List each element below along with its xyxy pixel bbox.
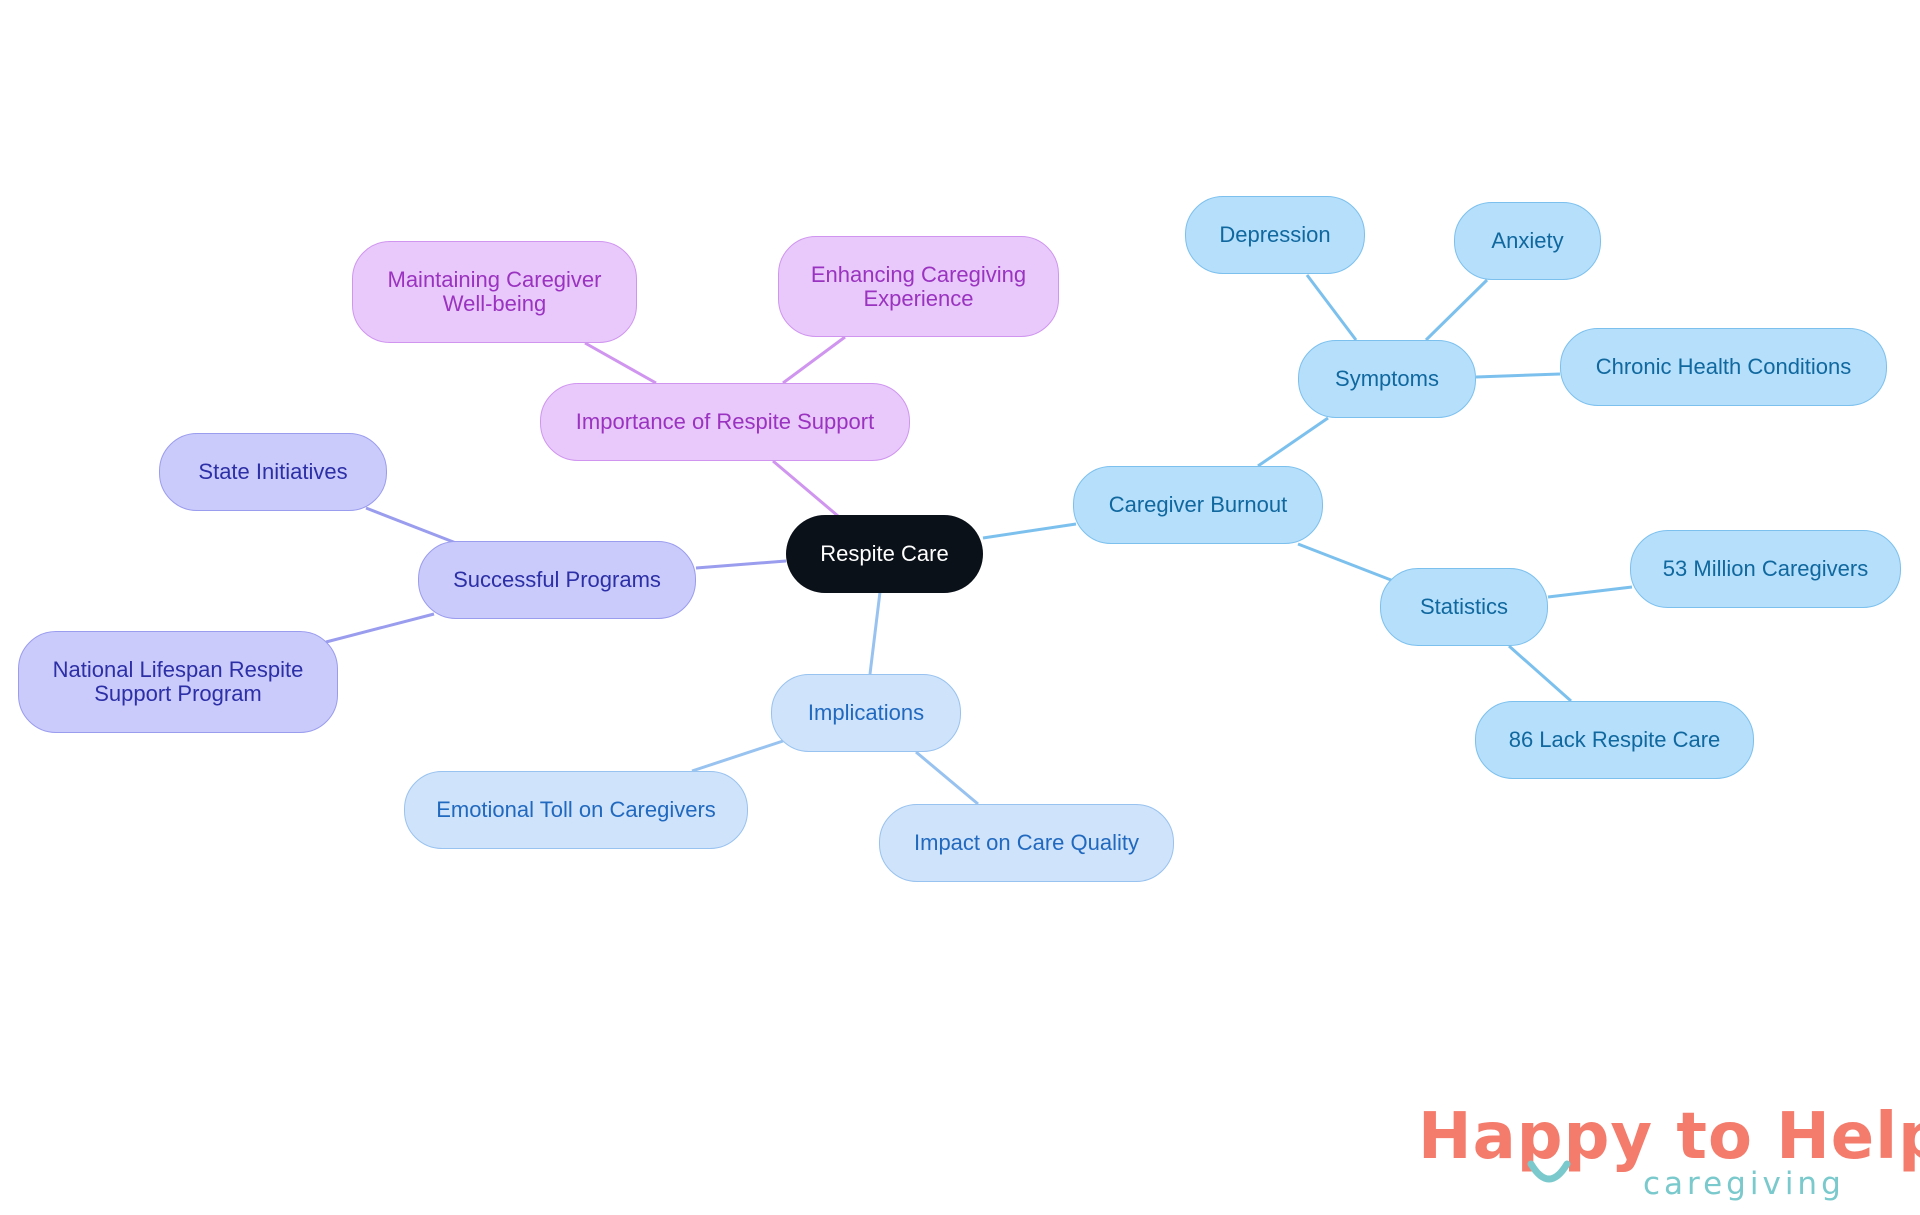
edge-chronic-symptoms [1475, 372, 1561, 379]
edge-impact-implications [915, 750, 979, 806]
node-symptoms[interactable]: Symptoms [1298, 340, 1476, 418]
edge-anxiety-symptoms [1424, 278, 1489, 342]
node-national-lifespan-respite-support-program[interactable]: National Lifespan Respite Support Progra… [18, 631, 338, 733]
node-caregiver-burnout[interactable]: Caregiver Burnout [1073, 466, 1323, 544]
edge-symptoms-burnout [1257, 416, 1329, 468]
node-depression[interactable]: Depression [1185, 196, 1365, 274]
node-implications[interactable]: Implications [771, 674, 961, 752]
node-chronic-health-conditions[interactable]: Chronic Health Conditions [1560, 328, 1887, 406]
logo-subtitle: caregiving [1643, 1166, 1845, 1202]
node-maintaining-caregiver-well-being[interactable]: Maintaining Caregiver Well-being [352, 241, 637, 343]
node-label: Successful Programs [453, 567, 661, 593]
smile-icon [1527, 1160, 1571, 1183]
node-respite-care[interactable]: Respite Care [786, 515, 983, 593]
node-label: Depression [1219, 222, 1331, 248]
logo-title-text: Happy to Help [1418, 1100, 1920, 1174]
node-label: Emotional Toll on Caregivers [436, 797, 716, 823]
node-statistics[interactable]: Statistics [1380, 568, 1548, 646]
edge-programs-root [695, 559, 787, 570]
node-label: Implications [807, 700, 925, 726]
edge-depression-symptoms [1305, 274, 1358, 341]
node-label: 86 Lack Respite Care [1508, 727, 1721, 753]
node-label: Maintaining Caregiver Well-being [387, 267, 602, 316]
node-label: Respite Care [820, 541, 949, 567]
node-successful-programs[interactable]: Successful Programs [418, 541, 696, 619]
node-label: State Initiatives [198, 459, 348, 485]
node-label: National Lifespan Respite Support Progra… [52, 657, 304, 706]
edge-maintaining-importance [584, 341, 657, 385]
happy-to-help-logo: Happy to Help caregiving [1418, 1100, 1920, 1210]
node-emotional-toll-on-caregivers[interactable]: Emotional Toll on Caregivers [404, 771, 748, 849]
node-anxiety[interactable]: Anxiety [1454, 202, 1601, 280]
edge-state-programs [365, 506, 457, 545]
node-label: Caregiver Burnout [1108, 492, 1288, 518]
node-label: Importance of Respite Support [575, 409, 875, 435]
edge-importance-root [772, 459, 839, 518]
node-label: Statistics [1419, 594, 1509, 620]
node-53-million-caregivers[interactable]: 53 Million Caregivers [1630, 530, 1901, 608]
node-state-initiatives[interactable]: State Initiatives [159, 433, 387, 511]
edge-statistics-burnout [1297, 542, 1392, 582]
node-86-lack-respite-care[interactable]: 86 Lack Respite Care [1475, 701, 1754, 779]
edge-emotional-implications [691, 739, 784, 773]
node-impact-on-care-quality[interactable]: Impact on Care Quality [879, 804, 1174, 882]
node-label: Impact on Care Quality [914, 830, 1139, 856]
edge-burnout-root [982, 522, 1077, 540]
edge-implications-root [868, 591, 882, 675]
node-label: 53 Million Caregivers [1662, 556, 1869, 582]
node-label: Chronic Health Conditions [1595, 354, 1852, 380]
edge-national-programs [325, 612, 435, 644]
node-label: Symptoms [1335, 366, 1439, 392]
node-importance-of-respite-support[interactable]: Importance of Respite Support [540, 383, 910, 461]
logo-title: Happy to Help [1418, 1100, 1920, 1174]
node-enhancing-caregiving-experience[interactable]: Enhancing Caregiving Experience [778, 236, 1059, 337]
edge-lack-statistics [1508, 644, 1572, 703]
edge-enhancing-importance [782, 335, 846, 385]
node-label: Anxiety [1491, 228, 1564, 254]
edge-million-statistics [1547, 585, 1633, 599]
node-label: Enhancing Caregiving Experience [810, 261, 1027, 311]
